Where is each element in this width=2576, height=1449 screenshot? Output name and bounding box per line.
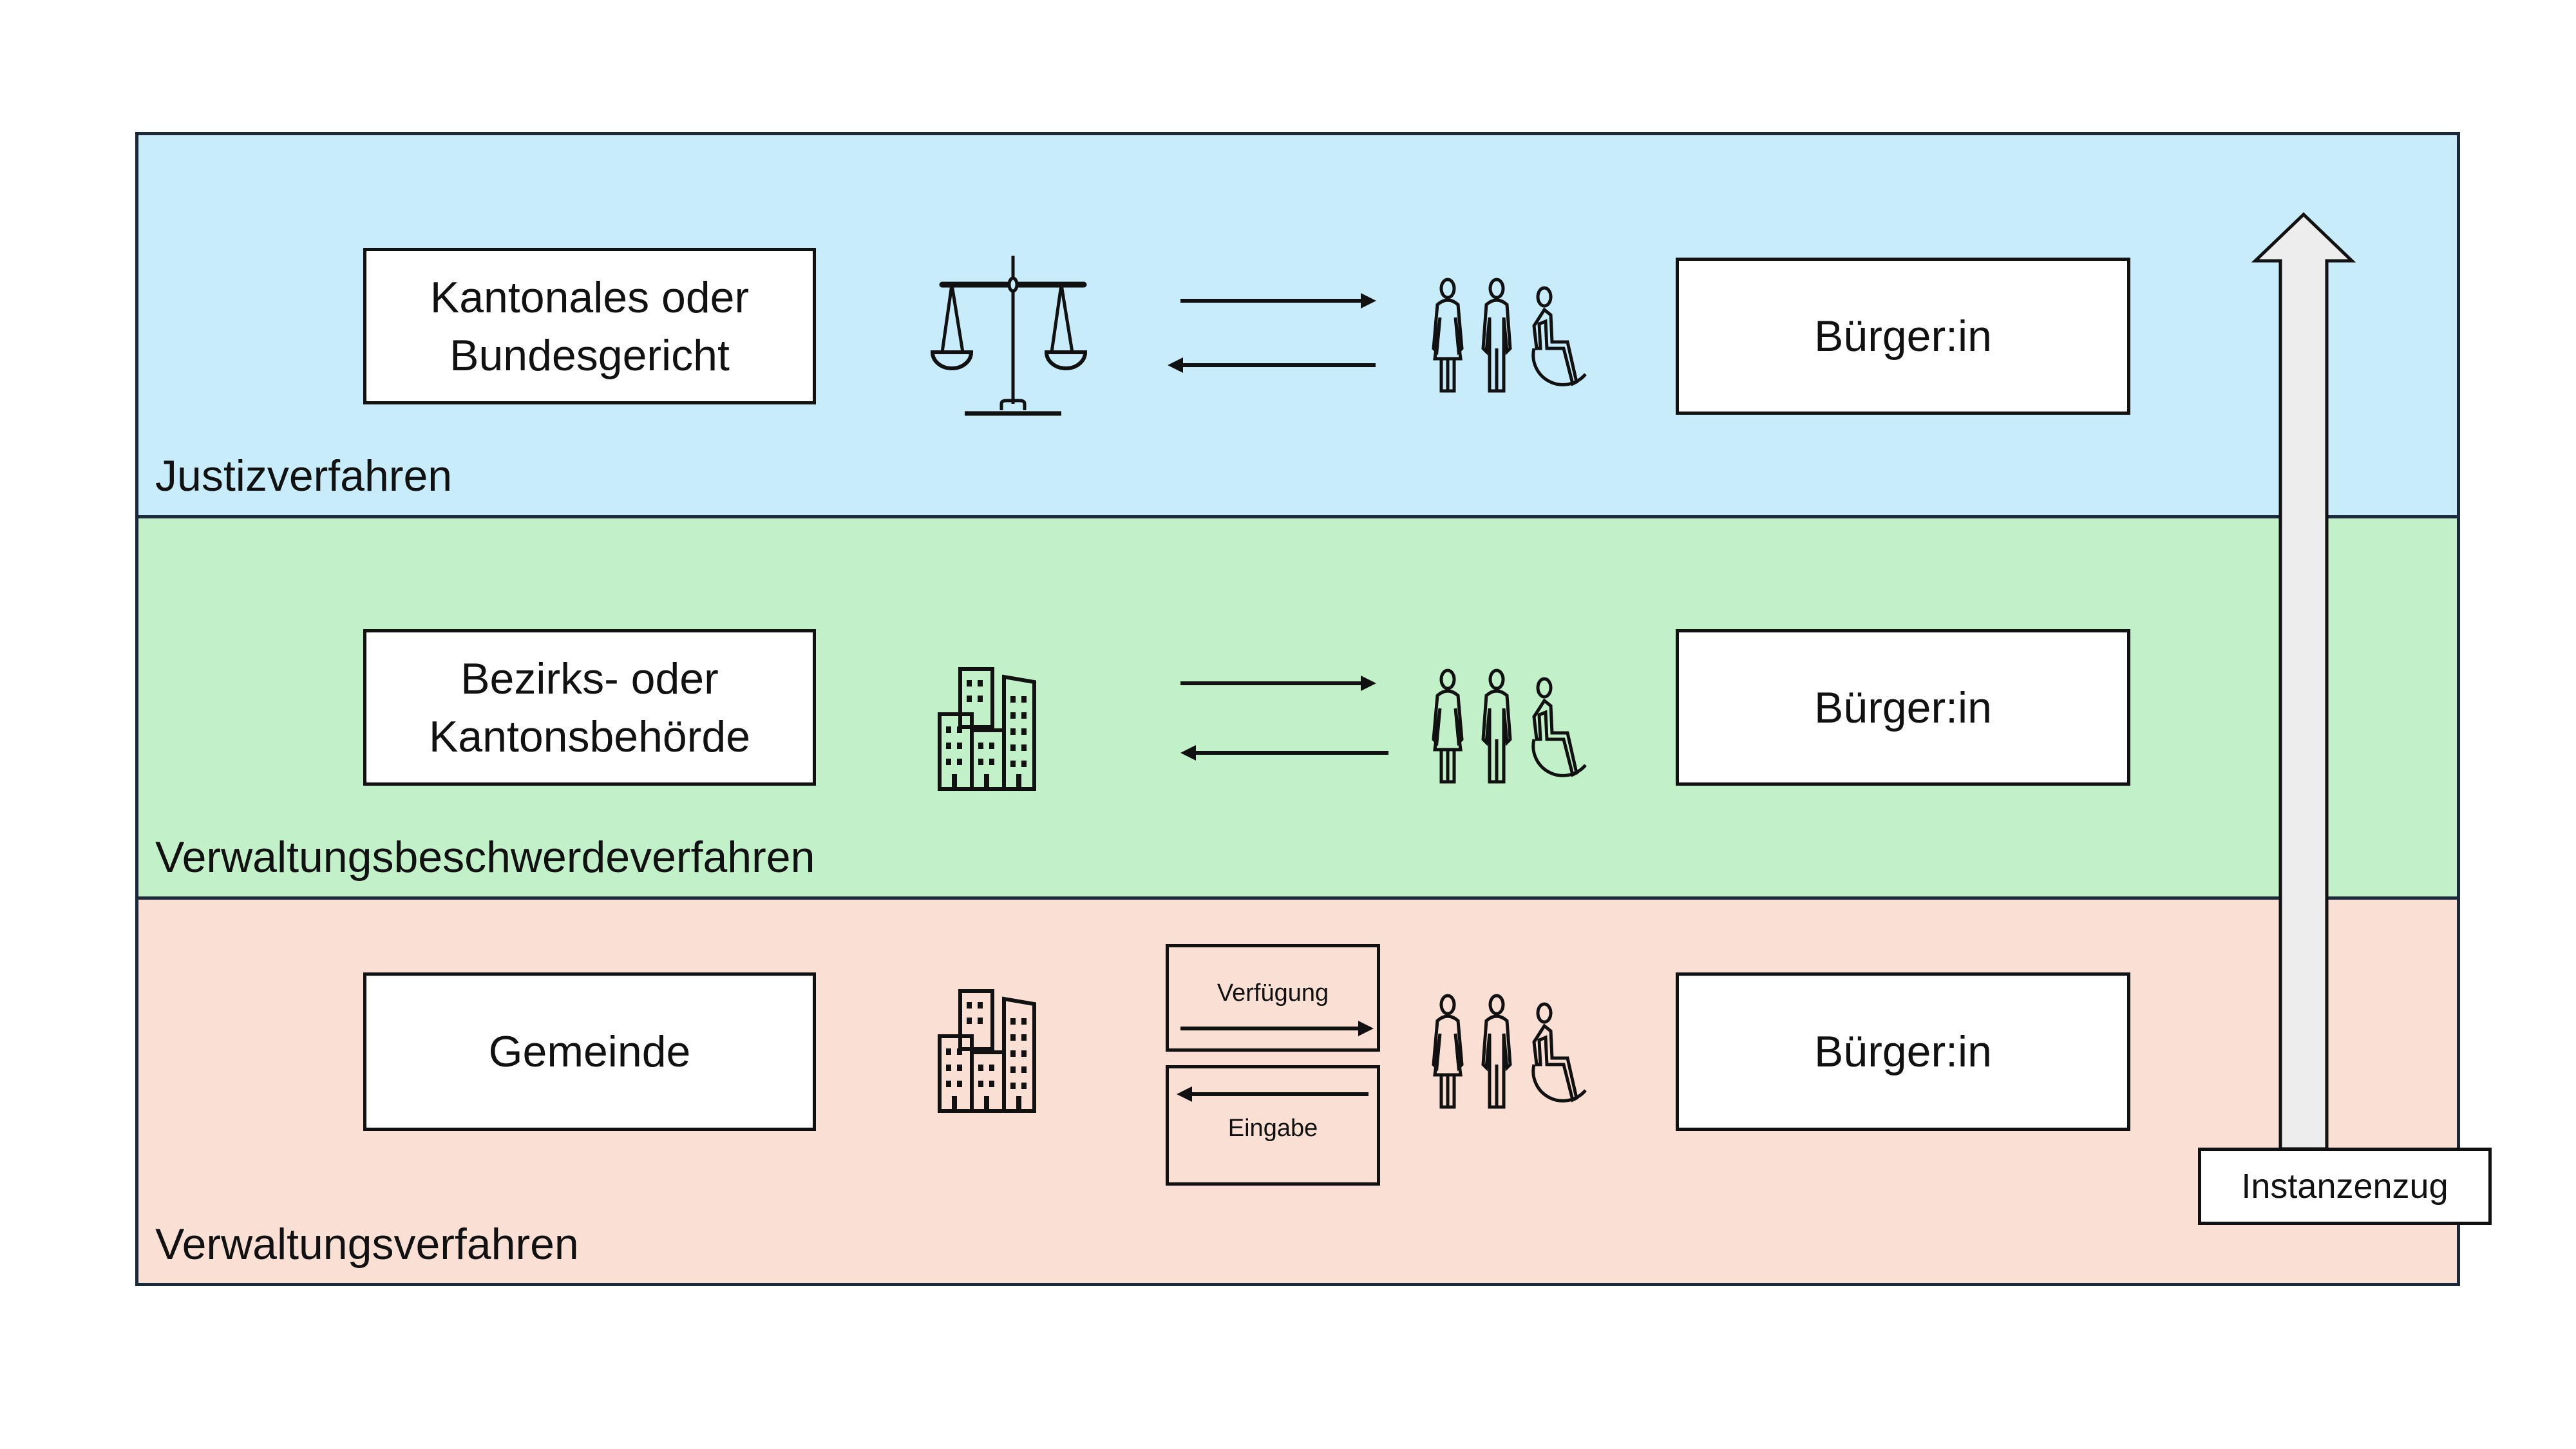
authority-line-1: Gemeinde bbox=[488, 1027, 691, 1076]
arrow-left-icon bbox=[1180, 745, 1388, 761]
label-justizverfahren: Justizverfahren bbox=[155, 451, 453, 500]
arrow-left-icon bbox=[1168, 357, 1376, 373]
authority-line-2: Bundesgericht bbox=[450, 330, 730, 380]
people-accessibility-icon bbox=[1432, 668, 1587, 784]
arrow-right-icon bbox=[1180, 1021, 1374, 1036]
citizen-box: Bürger:in bbox=[1676, 972, 2130, 1131]
buildings-icon bbox=[938, 989, 1036, 1113]
authority-line-2: Kantonsbehörde bbox=[428, 712, 751, 761]
people-accessibility-icon bbox=[1432, 278, 1587, 393]
arrow-right-icon bbox=[1180, 676, 1376, 691]
eingabe-label: Eingabe bbox=[1227, 1115, 1318, 1142]
verfuegung-box: Verfügung bbox=[1166, 944, 1380, 1052]
scales-of-justice-icon bbox=[930, 256, 1088, 416]
people-accessibility-icon bbox=[1432, 994, 1587, 1109]
instanzenzug-arrow-icon bbox=[2251, 212, 2356, 1151]
arrow-right-icon bbox=[1180, 293, 1376, 308]
label-verwaltungsverfahren: Verwaltungsverfahren bbox=[155, 1220, 579, 1269]
authority-box-gemeinde: Gemeinde bbox=[363, 972, 816, 1131]
arrow-left-icon bbox=[1177, 1086, 1368, 1102]
verfuegung-label: Verfügung bbox=[1217, 980, 1329, 1007]
label-verwaltungsbeschwerdeverfahren: Verwaltungsbeschwerdeverfahren bbox=[155, 833, 815, 882]
authority-line-1: Bezirks- oder bbox=[460, 654, 719, 703]
instanzenzug-label: Instanzenzug bbox=[2198, 1148, 2492, 1225]
buildings-icon bbox=[938, 667, 1036, 791]
eingabe-box: Eingabe bbox=[1166, 1065, 1380, 1186]
citizen-box: Bürger:in bbox=[1676, 258, 2130, 415]
authority-line-1: Kantonales oder bbox=[430, 272, 750, 322]
citizen-box: Bürger:in bbox=[1676, 629, 2130, 786]
